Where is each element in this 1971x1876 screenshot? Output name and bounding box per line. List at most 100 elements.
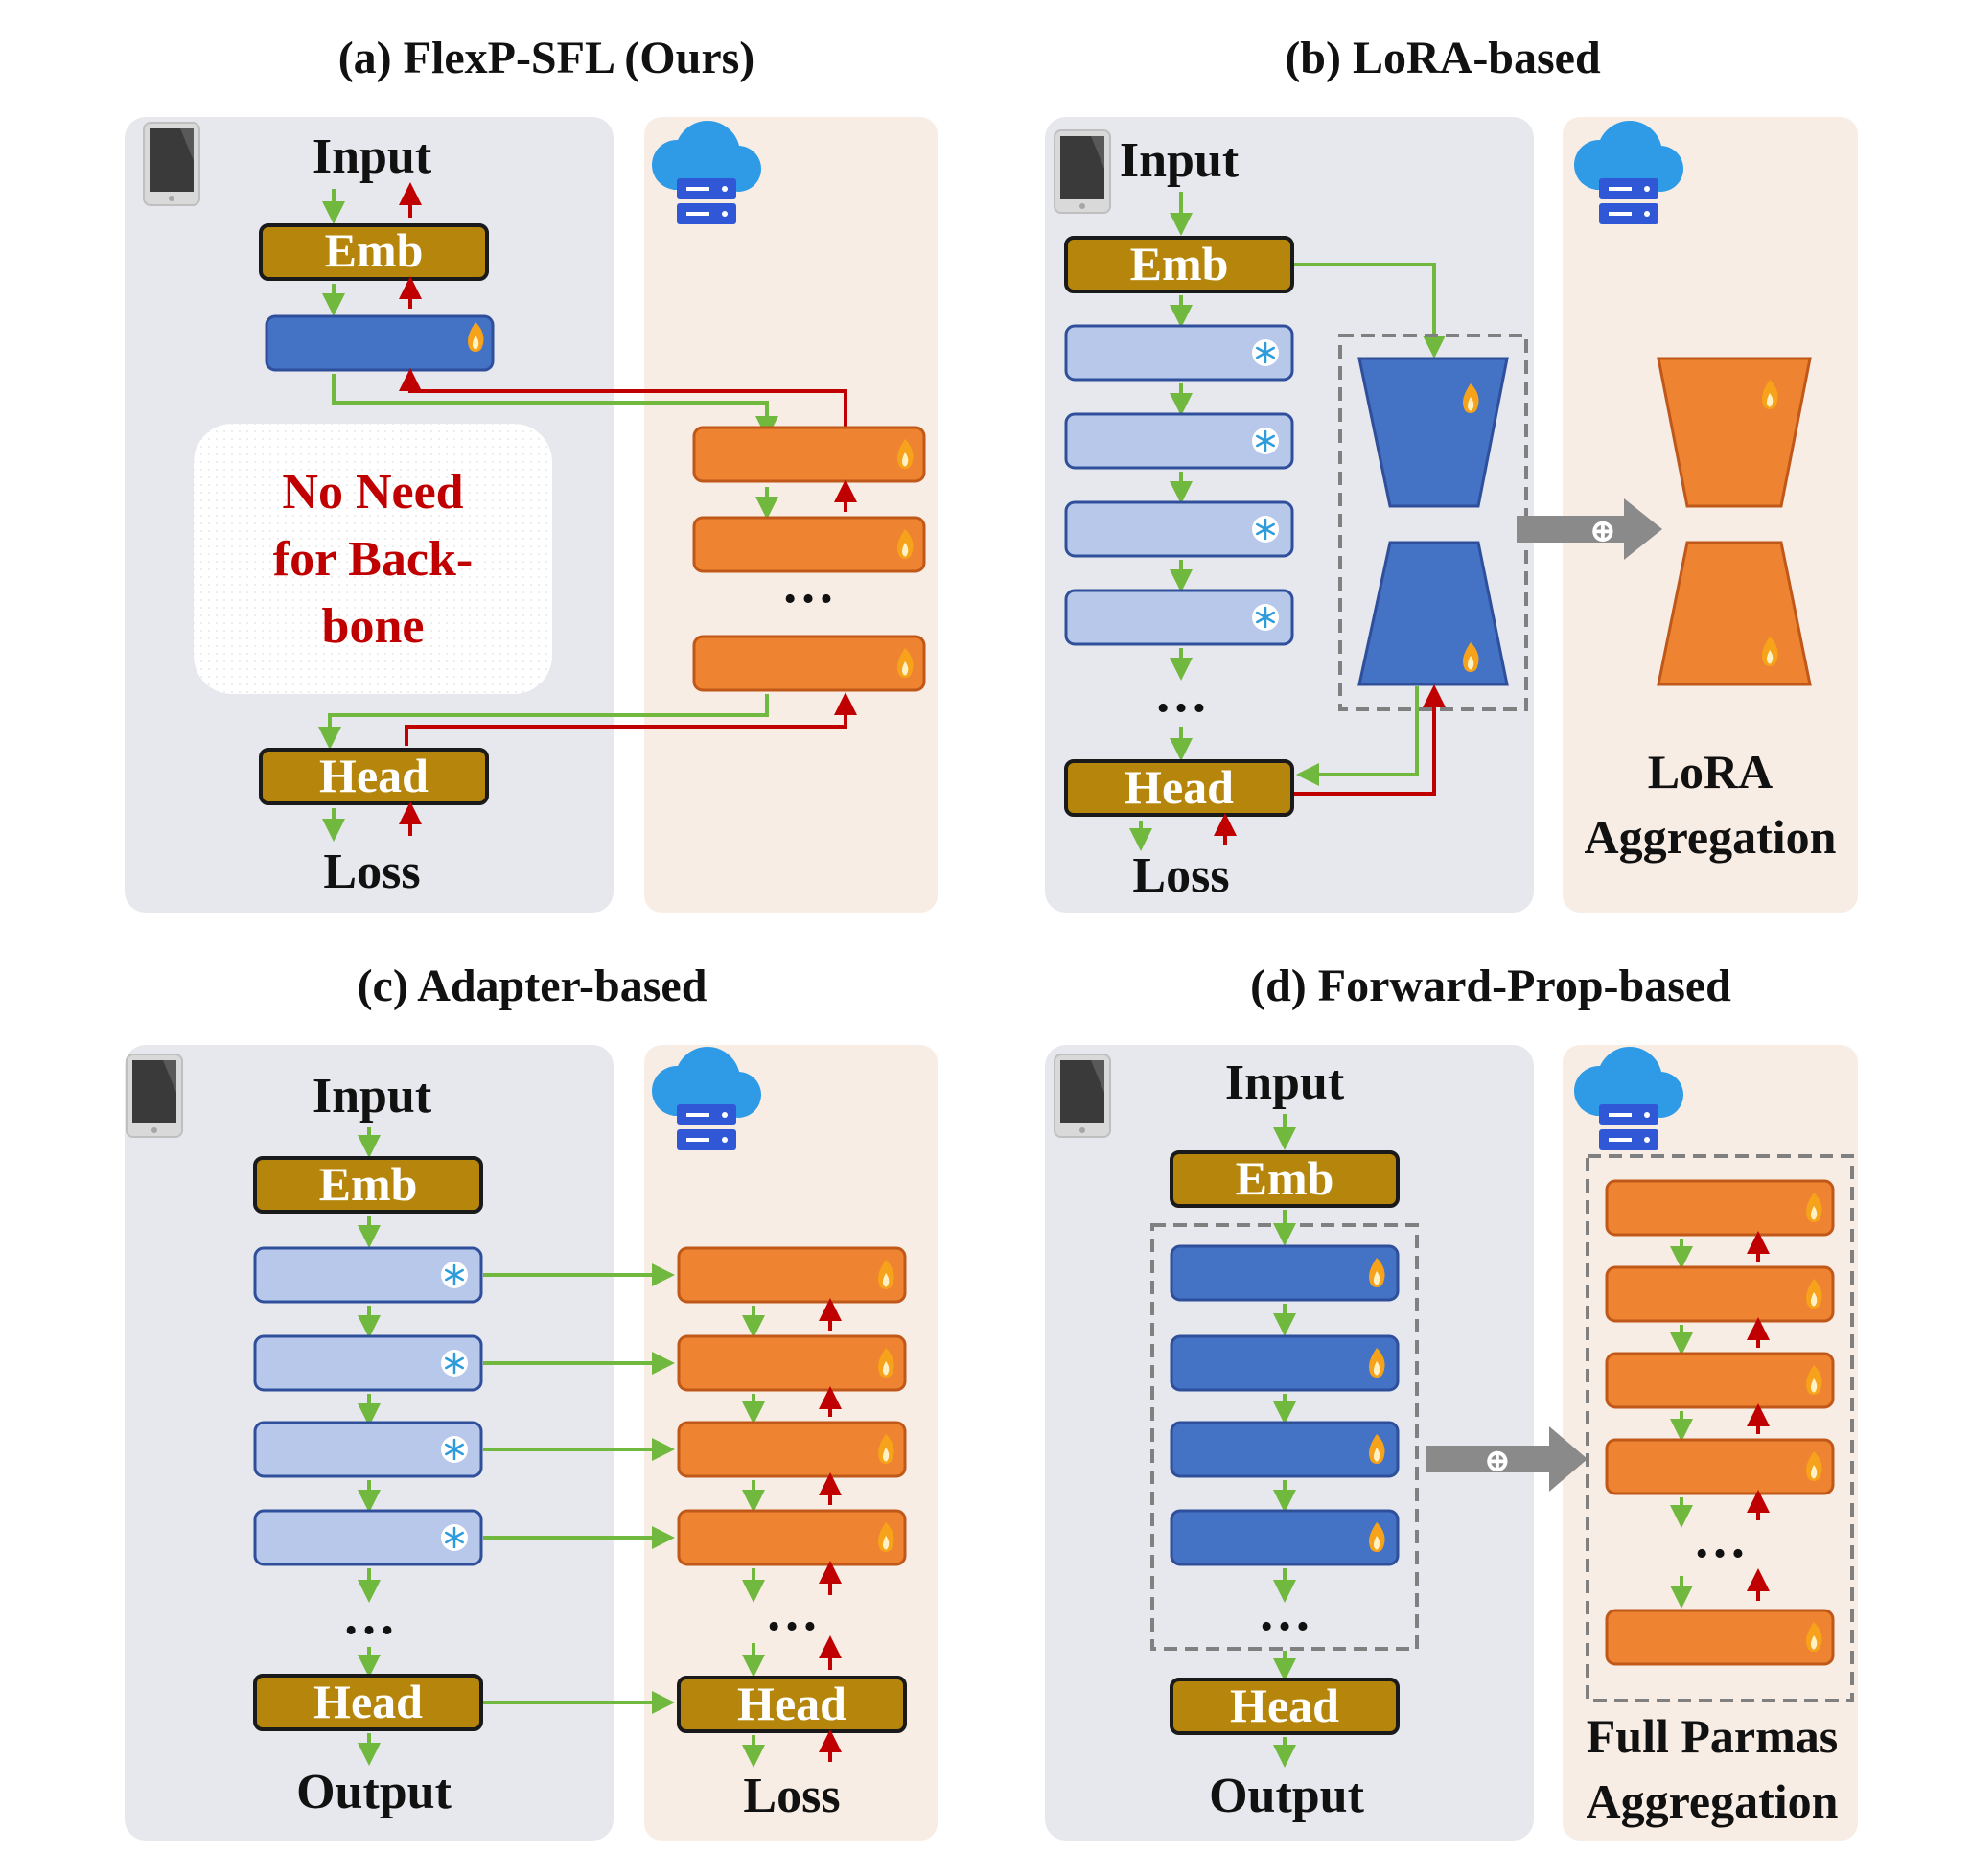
- no-backbone-note-texture: [194, 424, 552, 694]
- flame-icon: [1762, 637, 1778, 666]
- head-label: Head: [319, 749, 429, 802]
- snowflake-icon: [441, 1436, 468, 1463]
- server-block: [692, 516, 926, 573]
- snowflake-icon: [1252, 428, 1279, 454]
- panel-a-server-bg: [644, 117, 938, 913]
- snowflake-icon: [441, 1262, 468, 1288]
- emb-block: [259, 223, 489, 281]
- server-block: [1605, 1179, 1835, 1237]
- ellipsis: …: [1258, 1583, 1311, 1642]
- frozen-block: [1064, 412, 1294, 470]
- aggregation-caption: Aggregation: [1585, 810, 1837, 864]
- flame-icon: [468, 322, 484, 352]
- panel-c-title: (c) Adapter-based: [358, 961, 707, 1011]
- cloud-server-icon: [1574, 1047, 1683, 1150]
- snowflake-icon: [441, 1524, 468, 1551]
- panel-d: Input Emb … Head: [1054, 1047, 1854, 1828]
- circled-plus-icon: ⊕: [1484, 1444, 1512, 1479]
- flame-icon: [1369, 1258, 1385, 1287]
- cloud-server-icon: [1574, 121, 1683, 224]
- emb-label: Emb: [1130, 237, 1229, 290]
- loss-label: Loss: [1132, 848, 1229, 903]
- cloud-server-icon: [652, 121, 761, 224]
- ellipsis: …: [342, 1586, 396, 1646]
- server-head-block: [677, 1676, 907, 1733]
- loss-label: Loss: [743, 1769, 840, 1823]
- tablet-icon: [143, 122, 200, 206]
- flame-icon: [897, 529, 914, 559]
- snowflake-icon: [1252, 604, 1279, 631]
- panel-a: Input Emb No Need for Back- bone: [143, 121, 926, 899]
- tablet-icon: [1054, 129, 1111, 214]
- head-block: [1064, 759, 1294, 817]
- trainable-block: [1170, 1244, 1400, 1302]
- trainable-block: [1170, 1334, 1400, 1392]
- note-line: No Need: [282, 465, 463, 520]
- input-label: Input: [1225, 1055, 1345, 1110]
- panel-b: Input Emb: [1054, 121, 1837, 903]
- aggregation-caption: Aggregation: [1587, 1774, 1839, 1828]
- circled-plus-icon: ⊕: [1589, 514, 1617, 549]
- frozen-block: [1064, 589, 1294, 646]
- emb-block: [1170, 1150, 1400, 1208]
- server-block: [692, 635, 926, 692]
- forward-path: [1296, 686, 1419, 786]
- output-label: Output: [296, 1765, 452, 1819]
- aggregation-caption: LoRA: [1648, 745, 1774, 799]
- flame-icon: [878, 1522, 894, 1552]
- backward-path: [399, 368, 847, 427]
- emb-block: [1064, 236, 1294, 293]
- flame-icon: [1369, 1348, 1385, 1378]
- note-line: for Back-: [273, 532, 473, 587]
- ellipsis: …: [765, 1583, 819, 1642]
- panel-c: Input Emb: [126, 1047, 907, 1823]
- head-block: [1170, 1678, 1400, 1735]
- lora-module-box: [1338, 334, 1528, 711]
- frozen-block: [1064, 500, 1294, 558]
- flame-icon: [897, 648, 914, 678]
- tablet-icon: [1054, 1054, 1111, 1138]
- panel-d-title: (d) Forward-Prop-based: [1250, 961, 1731, 1011]
- flame-icon: [1806, 1193, 1822, 1222]
- frozen-block: [253, 1246, 483, 1304]
- ellipsis: …: [1693, 1510, 1747, 1569]
- server-block: [692, 426, 926, 483]
- head-block: [259, 748, 489, 805]
- head-label: Head: [313, 1675, 423, 1728]
- forward-path: [318, 694, 769, 750]
- forward-path: [332, 374, 778, 439]
- panel-a-title: (a) FlexP-SFL (Ours): [338, 33, 755, 83]
- flame-icon: [1806, 1622, 1822, 1652]
- flame-icon: [1369, 1434, 1385, 1464]
- server-adapter-block: [677, 1334, 907, 1392]
- flame-icon: [1806, 1279, 1822, 1309]
- server-block: [1605, 1352, 1835, 1409]
- server-adapter-block: [677, 1509, 907, 1566]
- flame-icon: [1463, 642, 1479, 672]
- emb-block: [253, 1156, 483, 1214]
- server-block: [1605, 1265, 1835, 1323]
- panel-b-server-bg: [1563, 117, 1858, 913]
- flame-icon: [1369, 1522, 1385, 1552]
- aggregation-arrow: [1517, 498, 1662, 560]
- snowflake-icon: [441, 1350, 468, 1377]
- input-label: Input: [313, 1069, 432, 1123]
- flame-icon: [1463, 383, 1479, 413]
- flame-icon: [878, 1434, 894, 1464]
- ellipsis: …: [1154, 664, 1208, 724]
- emb-label: Emb: [1236, 1151, 1334, 1205]
- ellipsis: …: [781, 555, 835, 614]
- emb-label: Emb: [319, 1157, 418, 1211]
- trainable-block: [265, 314, 495, 372]
- trainable-block: [1170, 1509, 1400, 1566]
- head-block: [253, 1674, 483, 1731]
- tablet-icon: [126, 1054, 183, 1138]
- snowflake-icon: [1252, 339, 1279, 366]
- note-line: bone: [322, 599, 425, 654]
- frozen-block: [1064, 324, 1294, 382]
- server-adapter-block: [677, 1421, 907, 1478]
- loss-label: Loss: [323, 845, 420, 899]
- snowflake-icon: [1252, 516, 1279, 543]
